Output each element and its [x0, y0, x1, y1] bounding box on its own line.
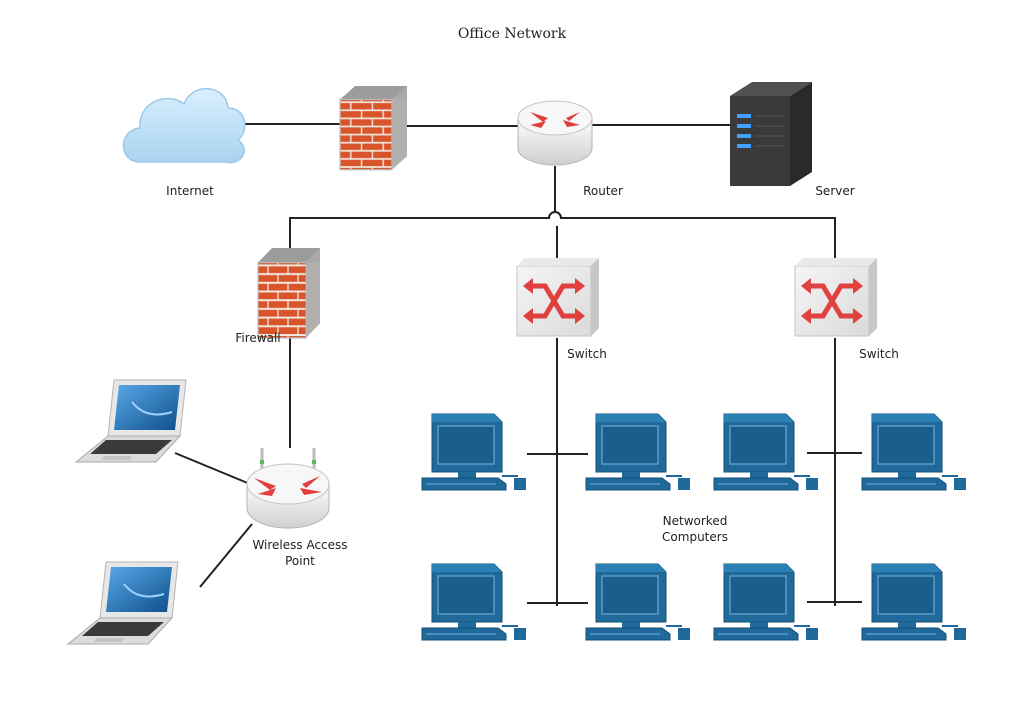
- desktop-computer-icon: [861, 413, 967, 491]
- laptop-icon: [75, 379, 187, 463]
- switch-label: Switch: [859, 347, 899, 361]
- switch-icon: [517, 258, 599, 336]
- desktop-computer-icon: [861, 563, 967, 641]
- desktop-computer-icon: [713, 413, 819, 491]
- brick-firewall-icon: [257, 247, 321, 339]
- wireless-access-point-label-line1: Wireless Access: [252, 538, 348, 552]
- server-tower-icon: [730, 82, 812, 186]
- internet-label: Internet: [166, 184, 214, 198]
- desktop-computer-icon: [585, 413, 691, 491]
- desktop-computer-icon: [421, 563, 527, 641]
- cloud-icon: [122, 88, 246, 164]
- desktop-computer-icon: [585, 563, 691, 641]
- wireless-access-point-label-line2: Point: [285, 554, 315, 568]
- wireless-access-point-label: Wireless Access Point: [238, 537, 362, 569]
- switch-icon: [795, 258, 877, 336]
- router-icon: [517, 100, 593, 166]
- diagram-title: Office Network: [457, 26, 567, 42]
- networked-computers-label: Networked Computers: [650, 513, 740, 545]
- networked-computers-label-line1: Networked: [662, 514, 728, 528]
- desktop-computer-icon: [713, 563, 819, 641]
- server-label: Server: [815, 184, 855, 198]
- wireless-access-point-icon: [246, 448, 330, 529]
- connection-lines: [174, 123, 862, 606]
- switch-label: Switch: [567, 347, 607, 361]
- desktop-computer-icon: [421, 413, 527, 491]
- networked-computers-label-line2: Computers: [662, 530, 728, 544]
- laptop-icon: [67, 561, 179, 645]
- router-label: Router: [583, 184, 623, 198]
- brick-firewall-icon: [339, 85, 408, 171]
- firewall-label: Firewall: [235, 331, 281, 345]
